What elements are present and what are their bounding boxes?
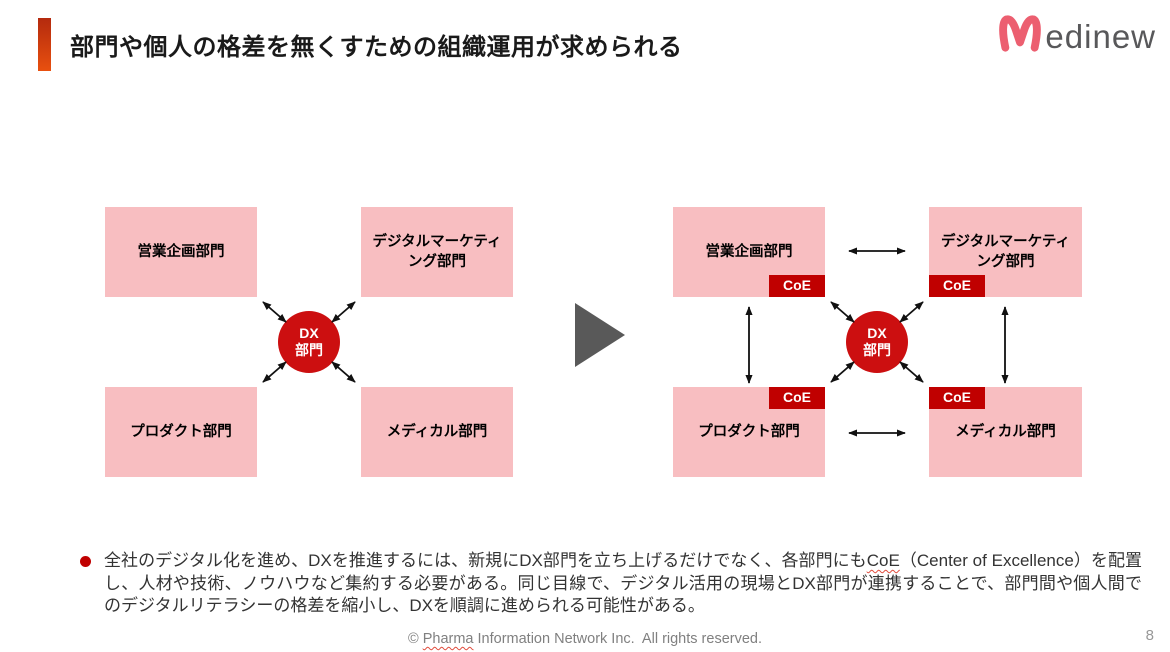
after-arrow-product-hub [830, 361, 855, 383]
copyright-suffix: Information Network Inc. All rights rese… [473, 631, 762, 647]
before-box-digital-marketing: デジタルマーケティング部門 [361, 207, 513, 297]
logo-wordmark: edinew [1045, 18, 1156, 55]
footer-copyright: © Pharma Information Network Inc. All ri… [0, 631, 1170, 647]
dept-label: メディカル部門 [955, 423, 1056, 440]
before-arrow-product-hub [262, 361, 287, 383]
bullet-text-part2: （Center of Excellence）を配置し、人材や技術、ノウハウなど集… [104, 551, 1142, 615]
copyright-prefix: © [408, 631, 423, 647]
copyright-company: Pharma [422, 631, 474, 647]
dept-label: プロダクト部門 [698, 423, 800, 440]
hub-label-line2: 部門 [295, 342, 323, 358]
page-number: 8 [1145, 627, 1154, 644]
bullet-item: 全社のデジタル化を進め、DXを推進するには、新規にDX部門を立ち上げるだけでなく… [80, 550, 1142, 618]
coe-badge: CoE [929, 387, 985, 409]
dept-label: デジタルマーケティング部門 [372, 233, 502, 270]
before-box-medical: メディカル部門 [361, 387, 513, 477]
after-box-digital-marketing: デジタルマーケティング部門 CoE [929, 207, 1082, 297]
after-arrow-medical-hub [899, 361, 924, 383]
bullet-marker [80, 556, 91, 567]
coe-badge: CoE [769, 387, 825, 409]
before-box-sales-planning: 営業企画部門 [105, 207, 257, 297]
hub-label-line1: DX [299, 324, 319, 341]
before-arrow-sales-hub [262, 301, 287, 323]
after-arrow-sales-hub [830, 301, 855, 323]
before-box-product: プロダクト部門 [105, 387, 257, 477]
before-arrow-digital-hub [331, 301, 356, 323]
dept-label: プロダクト部門 [130, 423, 232, 440]
hub-label-line1: DX [867, 324, 887, 341]
dept-label: デジタルマーケティング部門 [940, 233, 1071, 270]
title-accent-bar [38, 18, 51, 71]
logo-m-icon [999, 15, 1042, 52]
hub-label-line2: 部門 [863, 342, 891, 358]
page-title: 部門や個人の格差を無くすための組織運用が求められる [70, 34, 683, 61]
bullet-text: 全社のデジタル化を進め、DXを推進するには、新規にDX部門を立ち上げるだけでなく… [104, 550, 1142, 618]
after-box-product: プロダクト部門 CoE [673, 387, 825, 477]
after-arrow-digital-hub [899, 301, 924, 323]
coe-badge: CoE [929, 275, 985, 297]
dept-label: 営業企画部門 [705, 243, 793, 260]
medinew-logo: edinew [997, 10, 1156, 56]
before-arrow-medical-hub [331, 361, 356, 383]
dept-label: 営業企画部門 [137, 243, 225, 260]
dept-label: メディカル部門 [386, 423, 488, 440]
coe-badge: CoE [769, 275, 825, 297]
after-box-sales-planning: 営業企画部門 CoE [673, 207, 825, 297]
coe-term: CoE [866, 551, 900, 570]
bullet-text-part1: 全社のデジタル化を進め、DXを推進するには、新規にDX部門を立ち上げるだけでなく… [104, 551, 867, 570]
before-dx-hub: DX 部門 [278, 311, 340, 373]
after-box-medical: メディカル部門 CoE [929, 387, 1082, 477]
after-dx-hub: DX 部門 [846, 311, 908, 373]
transform-arrow-icon [575, 303, 625, 367]
